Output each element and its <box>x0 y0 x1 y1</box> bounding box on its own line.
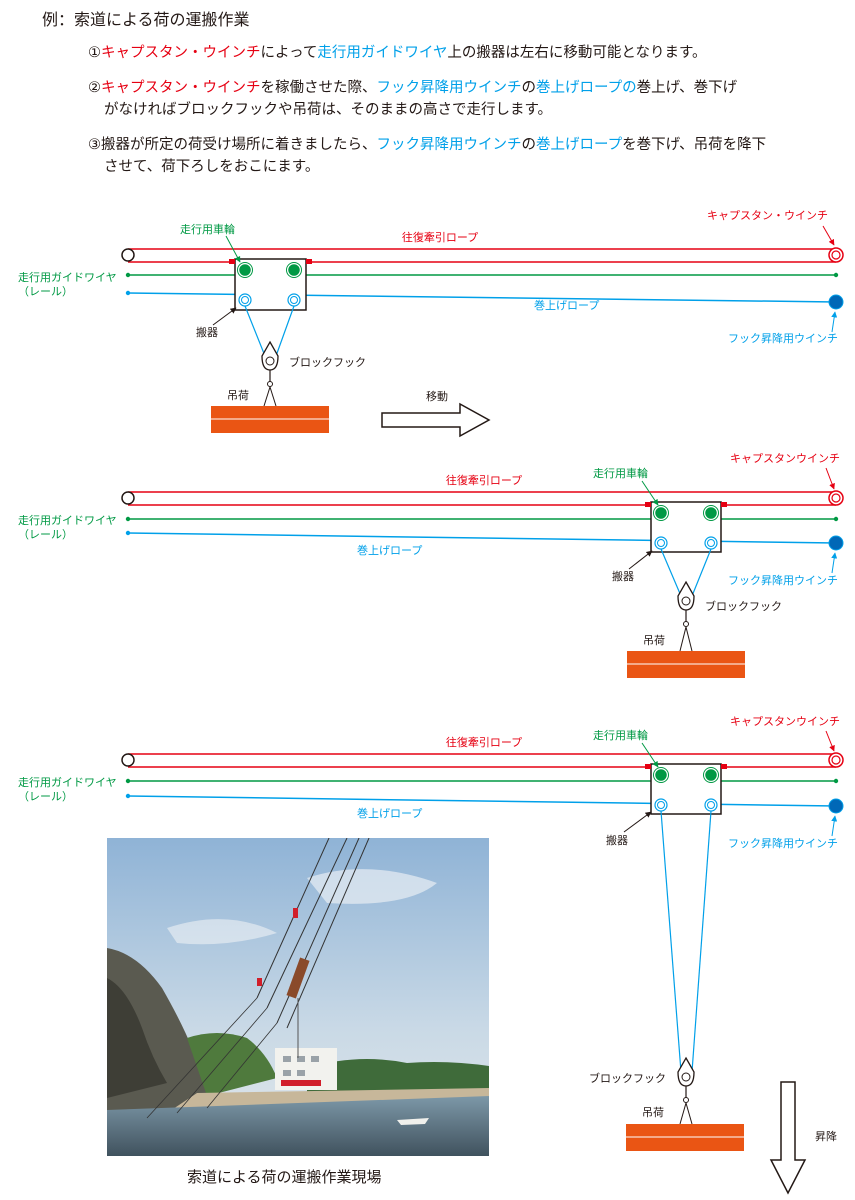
move-arrow-icon <box>381 402 491 438</box>
diagram-2: 往復牽引ロープ 走行用車輪 走行用ガイドワイヤ （レール） 巻上げロープ 搬器 … <box>18 452 844 678</box>
hoist-rope-label: 巻上げロープ <box>357 807 422 820</box>
step-2: ②キャプスタン・ウインチを稼働させた際、フック昇降用ウインチの巻上げロープの巻上… <box>88 80 738 118</box>
lift-label: 昇降 <box>815 1129 837 1143</box>
block-hook-label: ブロックフック <box>705 599 782 613</box>
carriage-label: 搬器 <box>612 569 634 583</box>
page-title: 例：索道による荷の運搬作業 <box>42 10 250 29</box>
left-pulley-icon <box>121 248 135 262</box>
guide-wire-label: 走行用ガイドワイヤ <box>18 271 117 284</box>
move-label: 移動 <box>426 389 448 403</box>
hook-winch-label-1: フック昇降用ウインチ <box>728 331 838 345</box>
traction-rope-label: 往復牽引ロープ <box>446 473 522 487</box>
left-pulley-icon <box>121 491 135 505</box>
wheel-label: 走行用車輪 <box>593 466 648 480</box>
guide-wire-label: 走行用ガイドワイヤ <box>18 514 117 527</box>
lift-arrow-icon <box>769 1081 807 1195</box>
load-label: 吊荷 <box>643 634 665 647</box>
wheel-label: 走行用車輪 <box>180 222 235 236</box>
hook-winch-label-3: フック昇降用ウインチ <box>728 836 838 850</box>
step-1: ①キャプスタン・ウインチによって走行用ガイドワイヤ上の搬器は左右に移動可能となり… <box>88 45 707 61</box>
load-label: 吊荷 <box>227 389 249 402</box>
hoist-rope-label: 巻上げロープ <box>534 299 599 312</box>
left-pulley-icon <box>121 753 135 767</box>
guide-wire-sub-label: （レール） <box>18 528 73 541</box>
diagram-1: 往復牽引ロープ 走行用車輪 走行用ガイドワイヤ （レール） 巻上げロープ 搬器 … <box>18 209 844 438</box>
block-hook-label: ブロックフック <box>589 1071 666 1085</box>
hoist-rope-label: 巻上げロープ <box>357 544 422 557</box>
photo-caption: 索道による荷の運搬作業現場 <box>187 1168 382 1186</box>
hook-winch-label-2: フック昇降用ウインチ <box>728 573 838 587</box>
hoist-rope <box>127 292 837 303</box>
capstan-label-1: キャプスタン・ウインチ <box>707 209 828 222</box>
guide-wire-sub-label: （レール） <box>18 790 73 803</box>
hoist-rope <box>127 795 837 807</box>
step-3: ③搬器が所定の荷受け場所に着きましたら、フック昇降用ウインチの巻上げロープを巻下… <box>88 137 767 175</box>
block-hook-icon <box>677 580 695 611</box>
hook-winch-icon <box>828 798 844 814</box>
hook-winch-icon <box>828 535 844 551</box>
site-photo <box>107 838 489 1156</box>
hoist-rope <box>127 532 837 544</box>
traction-rope-label: 往復牽引ロープ <box>402 230 478 244</box>
guide-wire-sub-label: （レール） <box>18 285 73 298</box>
diagram-3: 往復牽引ロープ 走行用車輪 走行用ガイドワイヤ （レール） 巻上げロープ 搬器 … <box>18 715 844 1195</box>
traction-rope-label: 往復牽引ロープ <box>446 735 522 749</box>
guide-wire-label: 走行用ガイドワイヤ <box>18 776 117 789</box>
hook-winch-icon <box>828 294 844 310</box>
carriage-label: 搬器 <box>196 325 218 339</box>
block-hook-label: ブロックフック <box>289 355 366 369</box>
carriage-label: 搬器 <box>606 833 628 847</box>
load-label: 吊荷 <box>642 1106 664 1119</box>
block-hook-icon <box>261 340 279 371</box>
capstan-label-2: キャプスタンウインチ <box>730 452 840 465</box>
wheel-label: 走行用車輪 <box>593 728 648 742</box>
capstan-label-3: キャプスタンウインチ <box>730 715 840 728</box>
